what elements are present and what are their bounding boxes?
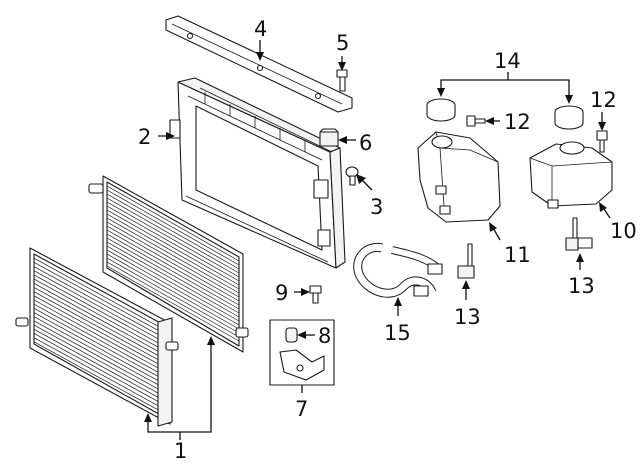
radiator-fin [33,316,159,386]
coolant-hose [353,242,443,298]
expansion-tank-11 [417,131,501,223]
radiator-fin [33,295,159,365]
callout-8: 8 [318,324,331,348]
radiator-fin [106,193,240,270]
radiator-fin [33,312,159,381]
isolator-8 [285,327,298,343]
callout-12-left: 12 [504,110,531,134]
callout-14: 14 [494,49,521,73]
callout-11: 11 [504,243,531,267]
radiator-fin [33,287,159,356]
radiator-fin [106,253,240,330]
radiator-fin [106,225,240,302]
leader-lines [144,40,611,440]
callout-2: 2 [138,125,151,149]
reservoir-10 [529,141,613,209]
sensor-13-right [565,217,593,251]
callout-labels: 1 2 3 4 5 6 7 8 9 10 11 12 12 13 13 14 1… [138,17,637,463]
callout-10: 10 [610,219,637,243]
radiator-fin [33,328,159,398]
grommet-3 [345,166,359,186]
radiator-fin [106,249,240,326]
radiator-fin [106,257,240,334]
radiator-fin [106,185,240,262]
bolt-5 [336,69,348,92]
callout-15: 15 [384,321,411,345]
radiator-fin [33,333,159,402]
radiator-fin [33,266,159,335]
radiator-fin [106,265,240,342]
radiator-fin [33,299,159,369]
radiator-fin [33,282,159,352]
callout-6: 6 [359,131,372,155]
callout-13-left: 13 [454,305,481,329]
radiator-support-frame [169,77,346,269]
radiator-fin [33,337,159,406]
bolt-9 [309,285,322,304]
rear-radiator [88,175,249,353]
radiator-fin [33,257,159,327]
cap-14-left [426,98,456,122]
callout-5: 5 [336,31,349,55]
radiator-fin [33,324,159,394]
bolt-12-left [466,115,486,127]
callout-1: 1 [174,439,187,463]
radiator-fin [106,201,240,278]
front-radiator [15,247,179,427]
radiator-fin [106,213,240,290]
radiator-fin [106,221,240,298]
radiator-fin [106,209,240,286]
radiator-fin [33,270,159,340]
callout-12-right: 12 [590,88,617,112]
radiator-fin [106,229,240,306]
radiator-fin [106,189,240,266]
radiator-fin [33,291,159,360]
radiator-fin [106,217,240,294]
radiator-fin [33,320,159,390]
callout-13-right: 13 [568,274,595,298]
clip-6 [319,128,339,147]
radiator-fin [106,233,240,310]
callout-9: 9 [275,281,288,305]
bracket-assembly [269,319,335,386]
radiator-fin [106,241,240,318]
radiator-fin [33,341,159,411]
radiator-fin [33,262,159,331]
radiator-fin [33,278,159,348]
radiator-fin [106,261,240,338]
radiator-fin [106,245,240,322]
radiator-fin [106,197,240,274]
radiator-fin [33,303,159,373]
bracket-7 [279,349,325,381]
radiator-fin [33,274,159,344]
radiator-fin [106,205,240,282]
callout-4: 4 [254,17,267,41]
callout-7: 7 [295,397,308,421]
radiator-fin [106,237,240,314]
bolt-12-right [596,130,608,153]
cap-14-right [554,105,584,130]
callout-3: 3 [370,195,383,219]
upper-tie-bar [165,15,353,113]
radiator-fin [33,308,159,377]
sensor-13-left [457,243,475,279]
